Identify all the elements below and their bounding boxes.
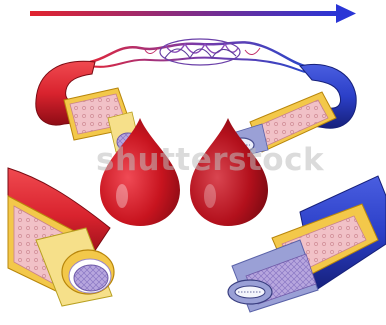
vein-upper: [230, 64, 356, 156]
capillary-bed: [90, 39, 305, 72]
artery-upper: [36, 61, 140, 152]
artery-cross-section: [8, 168, 114, 306]
flow-direction-arrow: [30, 4, 356, 23]
venous-drop-highlight: [204, 184, 216, 208]
arterial-drop-highlight: [116, 184, 128, 208]
